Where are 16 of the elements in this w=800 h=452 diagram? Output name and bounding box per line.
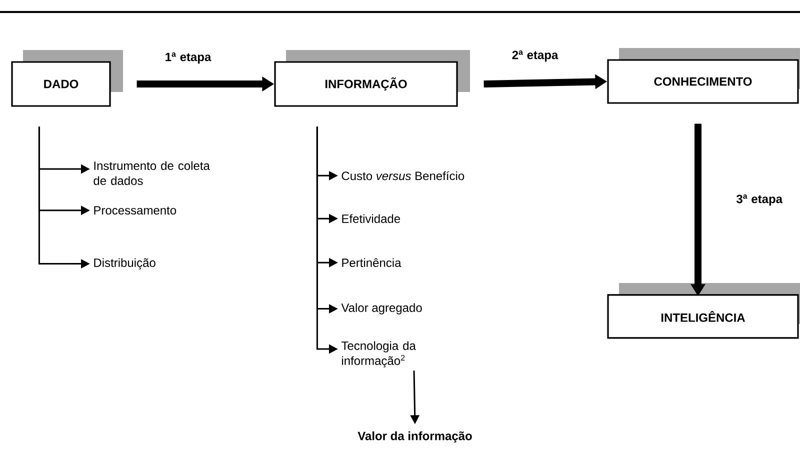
item-text: Pertinência: [342, 258, 402, 268]
item-text: Custo versus Benefício: [342, 171, 464, 180]
edge-label: 2$^{a}$ etapa: [510, 49, 560, 63]
edge-label: 1$^{a}$ etapa: [164, 51, 212, 65]
item-text: Tecnologia da informação$^{2}$: [341, 341, 416, 368]
item-text: Valor agregado: [341, 303, 422, 314]
edge-label: 3$^{a}$ etapa: [735, 193, 784, 207]
concept-box: INTELIGÊNCIA: [607, 282, 800, 339]
item-text: Instrumento de coleta de dados: [94, 161, 210, 185]
item-text: Processamento: [94, 206, 176, 215]
item-text: Distribuição: [94, 258, 156, 270]
concept-box: DADO: [11, 50, 123, 107]
concept-box: INFORMAÇÃO: [274, 50, 470, 107]
result-text: Valor da informação: [358, 431, 472, 443]
concept-box: CONHECIMENTO: [607, 48, 800, 104]
item-text: Efetividade: [342, 214, 400, 223]
